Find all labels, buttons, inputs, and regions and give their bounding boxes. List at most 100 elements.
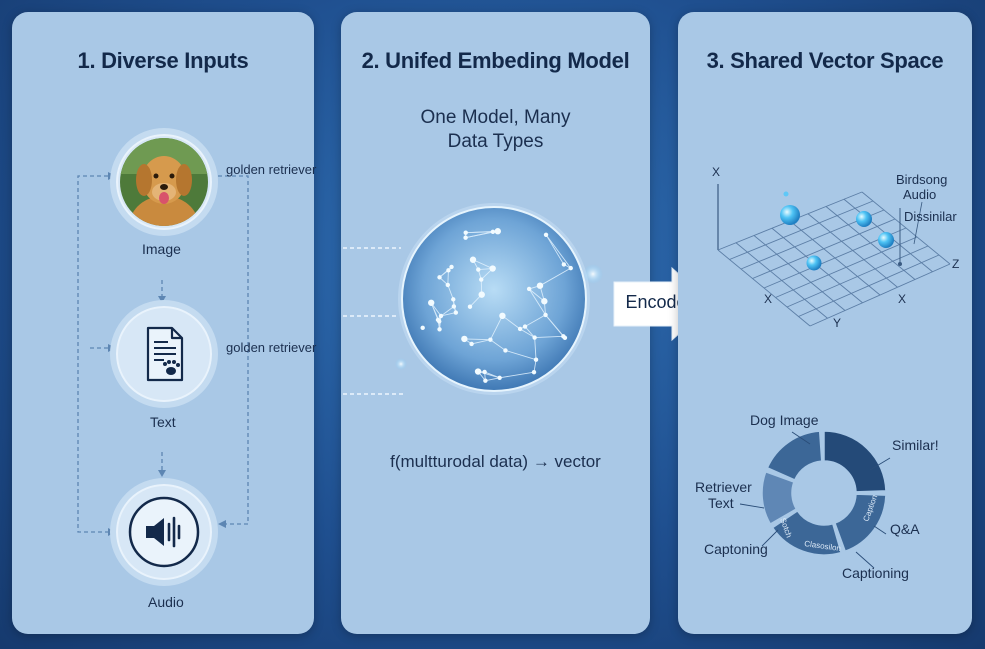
grid-line [775, 236, 918, 298]
image-caption: golden retriever [226, 162, 317, 177]
network-node [451, 297, 456, 302]
network-node [437, 327, 442, 332]
network-node [451, 304, 457, 309]
panel-title: 2. Unifed Embeding Model [361, 48, 630, 73]
network-edge [447, 284, 454, 300]
network-node [526, 286, 532, 292]
grid-line [861, 191, 951, 265]
network-edge [505, 350, 537, 361]
qa-label: Q&A [890, 521, 920, 537]
network-node [438, 313, 444, 319]
audio-input-circle [110, 478, 218, 586]
text-input-circle [110, 300, 218, 408]
network-node [488, 337, 493, 342]
network-edge [528, 288, 546, 316]
model-formula: f(multturodal data) → vector [390, 452, 601, 471]
similar-label: Similar! [892, 437, 939, 453]
donut-segment [833, 493, 887, 553]
network-node [437, 319, 442, 324]
network-node [428, 299, 435, 306]
network-node [499, 312, 506, 320]
network-edge [471, 339, 491, 345]
network-edge [524, 314, 546, 327]
network-node [449, 264, 454, 270]
network-node [489, 265, 496, 272]
birdsong-label-line1: Birdsong [896, 172, 948, 187]
network-node [463, 230, 468, 235]
neural-sphere-icon [341, 203, 603, 395]
axis-label-x-right: X [898, 292, 907, 306]
document-paw-icon [146, 326, 184, 382]
dissimilar-label: Dissinilar [904, 209, 957, 224]
network-node [478, 291, 485, 298]
captoning-label: Captoning [704, 541, 768, 557]
network-node [562, 335, 568, 340]
network-node [469, 256, 477, 263]
text-label: Text [150, 414, 176, 430]
axis-label-x-top: X [712, 165, 721, 179]
network-node [453, 310, 459, 315]
network-node [474, 368, 482, 375]
network-node [517, 326, 523, 332]
axis-label-y: Y [833, 316, 842, 330]
network-node [463, 235, 468, 240]
network-node [467, 304, 473, 309]
network-node [437, 275, 442, 280]
network-edge [539, 267, 571, 287]
network-node [568, 265, 573, 271]
embedding-model-panel: 2. Unifed Embeding Model One Model, Many… [341, 12, 650, 634]
dog-image-label: Dog Image [750, 412, 819, 428]
network-node [531, 369, 537, 375]
model-subtitle-line1: One Model, Many [420, 107, 571, 128]
network-node [561, 262, 567, 267]
network-edge [485, 377, 500, 382]
network-node [503, 348, 508, 353]
network-node [543, 312, 548, 318]
network-edge [528, 288, 545, 302]
grid-line [807, 213, 898, 288]
retriever-text-label-line2: Text [708, 495, 734, 511]
shared-vector-space-panel: 3. Shared Vector Space X X X Y Z Birdson… [678, 12, 972, 634]
network-edge [524, 326, 535, 338]
panel-title: 3. Shared Vector Space [706, 48, 944, 73]
encode-label: Encode [625, 292, 687, 312]
network-edge [465, 231, 493, 234]
donut-segment [766, 430, 823, 481]
donut-segment [761, 470, 798, 526]
network-edge [534, 335, 564, 338]
network-edge [499, 371, 535, 379]
network-edge [489, 315, 503, 340]
network-edge [440, 306, 455, 317]
grid-line [786, 245, 929, 308]
network-edge [484, 371, 500, 379]
network-edge [440, 312, 456, 317]
network-edge [545, 314, 566, 339]
birdsong-label-line2: Audio [903, 187, 937, 202]
network-node [494, 228, 501, 235]
network-node [483, 378, 488, 383]
similarity-donut: Sotch Caption Clasosilon [739, 430, 891, 569]
image-label: Image [142, 241, 181, 257]
network-edge [472, 259, 493, 269]
network-node [522, 324, 528, 329]
vector-space-plot [717, 184, 951, 327]
network-edge [545, 234, 565, 265]
network-node [497, 375, 502, 380]
network-edge [465, 231, 493, 239]
network-node [543, 232, 549, 237]
panel-title: 1. Diverse Inputs [77, 48, 249, 73]
donut-segment [823, 430, 887, 493]
retriever-text-label-line1: Retriever [695, 479, 752, 495]
network-node [482, 369, 487, 375]
network-node [420, 325, 425, 331]
network-node [490, 229, 496, 234]
image-input-circle [110, 128, 218, 236]
network-node [461, 335, 468, 343]
network-edge [447, 270, 449, 285]
network-node [532, 335, 537, 340]
network-edge [464, 338, 491, 341]
grid-line [825, 206, 916, 280]
text-caption: golden retriever [226, 340, 317, 355]
network-node [446, 268, 451, 273]
model-subtitle-line2: Data Types [447, 131, 544, 152]
